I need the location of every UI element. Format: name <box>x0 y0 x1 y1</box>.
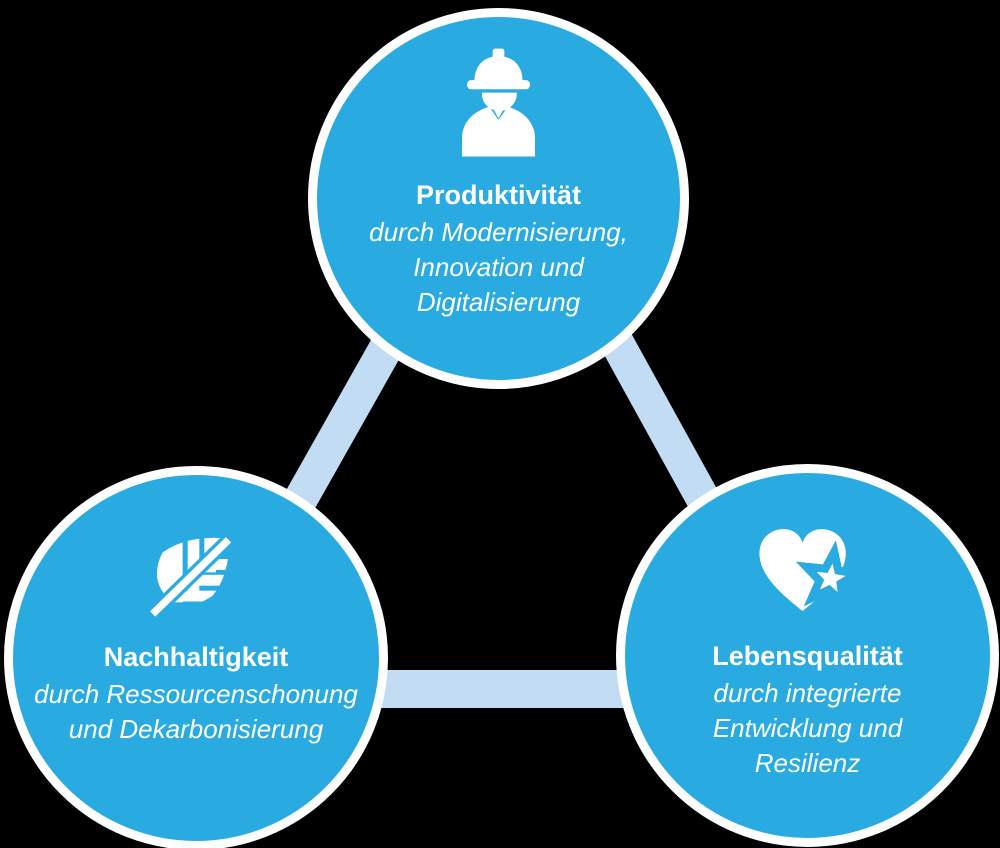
node-produktivitaet: Produktivität durch Modernisierung, Inno… <box>308 8 689 389</box>
leaf-icon <box>150 537 232 617</box>
node-subtitle-line: Resilienz <box>754 748 861 778</box>
node-subtitle-line: durch integrierte <box>713 678 902 708</box>
node-subtitle: durch integrierte Entwicklung und Resili… <box>713 676 902 781</box>
node-subtitle-line: durch Ressourcenschonung <box>34 679 358 709</box>
node-subtitle: durch Modernisierung, Innovation und Dig… <box>369 215 628 320</box>
node-lebensqualitaet: Lebensqualität durch integrierte Entwick… <box>616 464 999 847</box>
node-title: Produktivität <box>415 180 582 210</box>
node-subtitle-line: durch Modernisierung, <box>369 217 628 247</box>
node-nachhaltigkeit: Nachhaltigkeit durch Ressourcenschonung … <box>4 466 388 848</box>
node-title: Nachhaltigkeit <box>103 642 289 672</box>
node-title: Lebensqualität <box>712 641 903 671</box>
node-subtitle-line: Entwicklung und <box>712 713 903 743</box>
node-subtitle-line: und Dekarbonisierung <box>68 714 324 744</box>
node-subtitle: durch Ressourcenschonung und Dekarbonisi… <box>34 677 358 747</box>
node-subtitle-line: Digitalisierung <box>416 287 581 317</box>
heart-star-icon <box>758 529 864 613</box>
node-subtitle-line: Innovation und <box>413 252 584 282</box>
construction-worker-icon <box>461 48 536 157</box>
